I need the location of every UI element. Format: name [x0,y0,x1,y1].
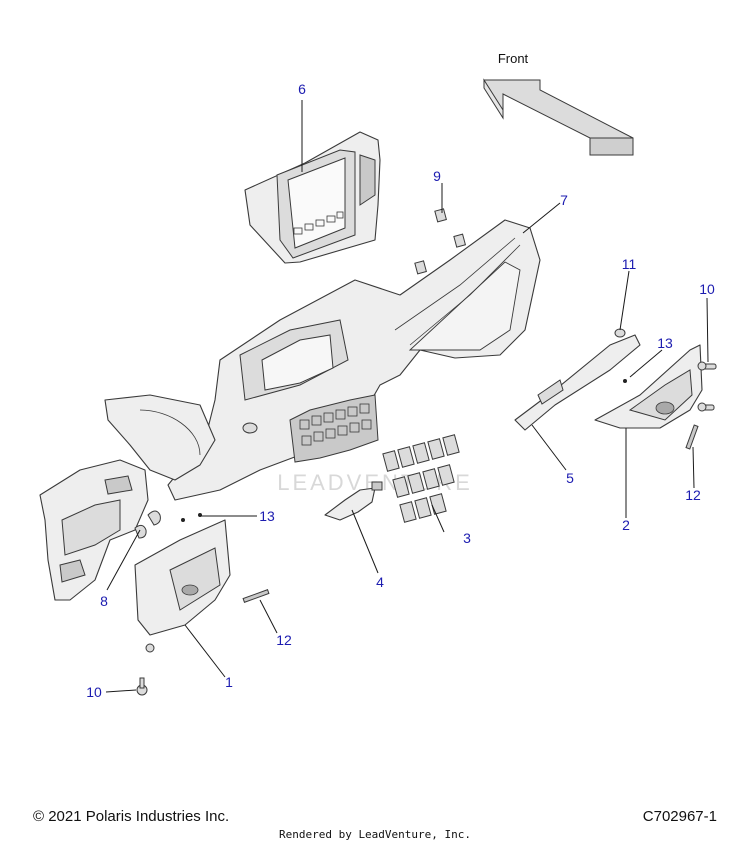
callout-5: 5 [566,470,574,486]
callout-1: 1 [225,674,233,690]
callout-4: 4 [376,574,384,590]
callout-3: 3 [463,530,471,546]
callout-2: 2 [622,517,630,533]
callout-12-right: 12 [685,487,701,503]
callout-7: 7 [560,192,568,208]
left-lower-panel [134,519,231,636]
rendered-by-text: Rendered by LeadVenture, Inc. [278,828,472,841]
callout-numbers: 6 9 7 11 10 13 5 12 2 13 3 4 8 12 1 10 [86,81,715,700]
switch-bracket [324,481,383,521]
right-lower-panel [594,344,703,429]
callout-13-right: 13 [657,335,673,351]
callout-10-right: 10 [699,281,715,297]
left-dash-bracket [104,394,216,481]
callout-12-left: 12 [276,632,292,648]
right-support-rail [514,328,641,431]
callout-11: 11 [622,256,637,272]
callout-9: 9 [433,168,441,184]
drawing-number: C702967-1 [642,808,717,825]
callout-6: 6 [298,81,306,97]
callout-13-left: 13 [259,508,275,524]
callout-8: 8 [100,593,108,609]
front-label: Front [498,51,529,66]
copyright-text: © 2021 Polaris Industries Inc. [33,808,230,825]
dash-main-frame [167,219,541,501]
leader-lines [105,100,709,693]
callout-10-left: 10 [86,684,102,700]
left-side-panel [39,459,149,601]
front-arrow [483,78,634,156]
display-unit [244,131,381,264]
fasteners [136,361,717,696]
